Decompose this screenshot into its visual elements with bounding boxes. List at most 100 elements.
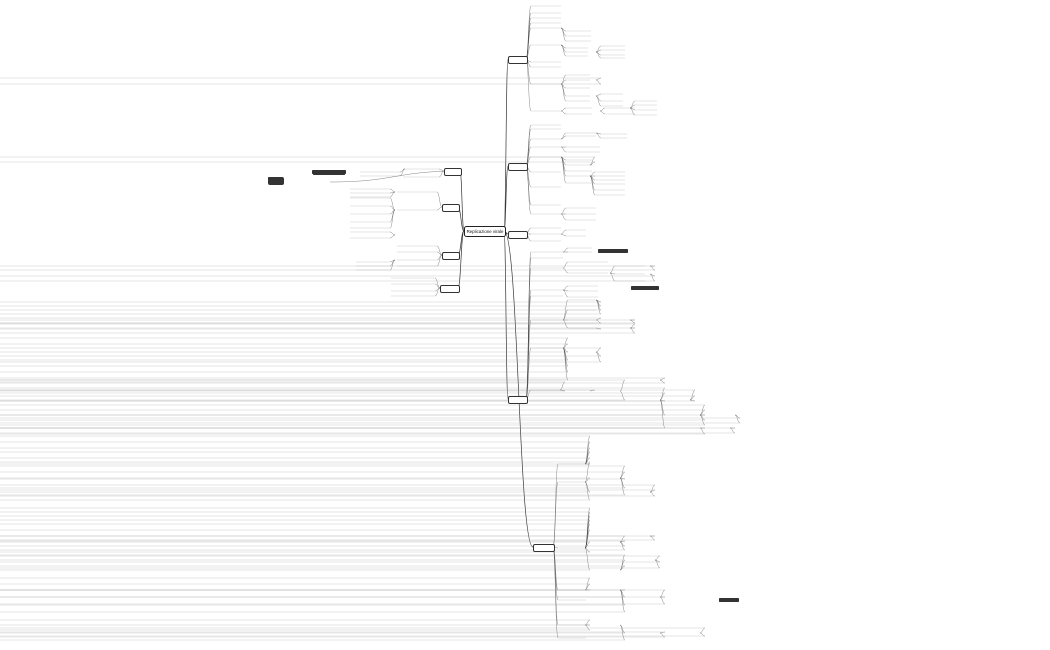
connector-line — [595, 95, 602, 107]
connector-line — [436, 254, 443, 267]
connector-line — [595, 51, 602, 59]
connector-line — [560, 135, 567, 140]
connector-line — [560, 27, 567, 42]
branch-right-5[interactable] — [533, 544, 555, 552]
highlight-tag — [313, 171, 345, 175]
connector-line — [659, 596, 666, 605]
connector-line — [525, 165, 532, 215]
connector-line — [654, 555, 661, 561]
connector-line — [659, 399, 666, 429]
connector-line — [559, 381, 566, 391]
connector-line — [434, 287, 441, 297]
connector-line — [729, 427, 736, 434]
connector-line — [595, 77, 602, 81]
connector-line — [609, 265, 616, 274]
connector-line — [438, 168, 445, 172]
connector-line — [525, 295, 532, 400]
connector-line — [619, 589, 626, 613]
connector-line — [584, 619, 591, 626]
connector-line — [619, 379, 626, 392]
connector-line — [659, 631, 666, 634]
connector-line — [595, 299, 602, 315]
connector-line — [584, 441, 591, 465]
connector-line — [584, 529, 591, 549]
connector-line — [389, 234, 396, 239]
branch-left-1[interactable] — [444, 168, 462, 176]
connector-line — [699, 409, 706, 416]
connector-line — [629, 323, 636, 329]
connector-line — [389, 191, 396, 198]
main-branch-line — [503, 230, 534, 548]
connector-line — [589, 156, 596, 166]
connector-line — [399, 168, 406, 177]
connector-line — [584, 624, 591, 631]
connector-line — [584, 541, 591, 549]
connector-line — [560, 146, 567, 153]
connector-line — [560, 207, 567, 215]
connector-line — [659, 392, 666, 401]
connector-line — [659, 387, 666, 401]
connector-line — [434, 277, 441, 289]
connector-line — [595, 95, 602, 102]
connector-line — [699, 414, 706, 421]
connector-line — [436, 206, 443, 211]
connector-line — [389, 197, 396, 211]
connector-line — [436, 251, 443, 256]
main-branch-line — [459, 170, 465, 232]
branch-left-4[interactable] — [440, 285, 460, 293]
branch-right-3[interactable] — [508, 231, 528, 239]
connector-line — [649, 265, 656, 271]
branch-right-2[interactable] — [508, 163, 528, 171]
connector-line — [560, 44, 567, 57]
connector-line — [552, 481, 559, 548]
central-topic[interactable]: Replicazione virale — [464, 226, 506, 237]
connector-line — [436, 245, 443, 256]
branch-right-4[interactable] — [508, 396, 528, 404]
connector-line — [699, 627, 706, 634]
connector-line — [659, 379, 666, 384]
connector-line — [589, 175, 596, 196]
connector-line — [562, 347, 569, 381]
connector-line — [584, 515, 591, 549]
connector-line — [595, 79, 602, 85]
connector-line — [699, 414, 706, 426]
branch-left-2[interactable] — [442, 204, 460, 212]
connector-line — [619, 471, 626, 479]
main-branch-line — [503, 58, 509, 232]
branch-left-3[interactable] — [442, 252, 460, 260]
connector-line — [434, 283, 441, 289]
branch-right-1[interactable] — [508, 56, 528, 64]
connector-line — [595, 299, 602, 311]
connector-line — [629, 100, 636, 109]
connector-line — [734, 414, 741, 424]
connector-line — [699, 427, 706, 435]
connector-line — [595, 132, 602, 139]
connector-line — [560, 233, 567, 237]
connector-line — [562, 309, 569, 321]
connector-line — [562, 337, 569, 349]
connector-line — [562, 285, 569, 291]
connector-line — [584, 583, 591, 591]
connector-line — [552, 546, 559, 639]
connector-line — [629, 319, 636, 324]
connector-line — [560, 213, 567, 221]
connector-line — [584, 547, 591, 571]
connector-line — [584, 481, 591, 501]
connector-line — [649, 491, 656, 497]
connector-line — [595, 351, 602, 363]
connector-line — [595, 93, 602, 97]
connector-line — [559, 389, 566, 392]
branch-left-far[interactable] — [268, 177, 284, 185]
connector-line — [525, 17, 532, 60]
connector-line — [659, 377, 666, 381]
connector-line — [659, 632, 666, 638]
connector-line — [629, 107, 636, 116]
connector-line — [595, 317, 602, 321]
connector-line — [689, 399, 696, 402]
connector-line — [584, 457, 591, 465]
connector-line — [619, 390, 626, 401]
connector-line — [560, 229, 567, 235]
connector-line — [619, 540, 626, 543]
connector-line — [584, 519, 591, 549]
